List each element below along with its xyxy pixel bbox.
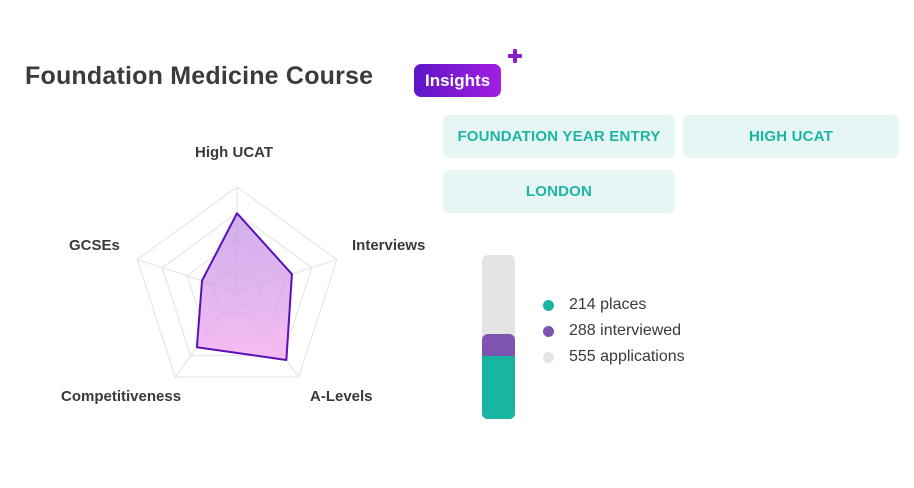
- legend-item-applications: 555 applications: [543, 347, 685, 367]
- axis-label-interviews: Interviews: [352, 237, 426, 254]
- tag-london[interactable]: LONDON: [443, 170, 675, 213]
- axis-label-competitiveness: Competitiveness: [61, 388, 182, 405]
- radar-spoke: [236, 291, 300, 378]
- stacked-progress-bar: [482, 255, 515, 419]
- radar-grid-ring: [211, 265, 263, 314]
- radar-spoke: [136, 259, 238, 293]
- radar-grid-ring: [161, 212, 313, 357]
- bar-segment-places: [482, 355, 515, 419]
- radar-grid-ring: [186, 238, 288, 335]
- radar-grid-ring: [136, 186, 338, 378]
- legend-dot-interviewed: [543, 325, 554, 337]
- legend-item-places: 214 places: [543, 295, 646, 315]
- legend-item-interviewed: 288 interviewed: [543, 321, 681, 341]
- radar-shape: [195, 212, 293, 361]
- insights-badge: Insights: [414, 64, 502, 97]
- tag-foundation-year-entry[interactable]: FOUNDATION YEAR ENTRY: [443, 115, 675, 158]
- legend-dot-places: [543, 299, 554, 311]
- legend-dot-applications: [543, 351, 554, 363]
- radar-spoke: [174, 291, 238, 378]
- axis-label-a-levels: A-Levels: [310, 388, 373, 405]
- legend-label-interviewed: 288 interviewed: [569, 322, 682, 339]
- legend-label-places: 214 places: [569, 296, 647, 313]
- axis-label-high-ucat: High UCAT: [195, 144, 274, 161]
- axis-label-gcses: GCSEs: [69, 237, 120, 254]
- legend-label-applications: 555 applications: [569, 348, 685, 365]
- plus-icon: [508, 49, 522, 63]
- tag-high-ucat[interactable]: HIGH UCAT: [683, 115, 899, 158]
- page-title: Foundation Medicine Course: [25, 62, 374, 90]
- radar-spoke: [236, 259, 338, 293]
